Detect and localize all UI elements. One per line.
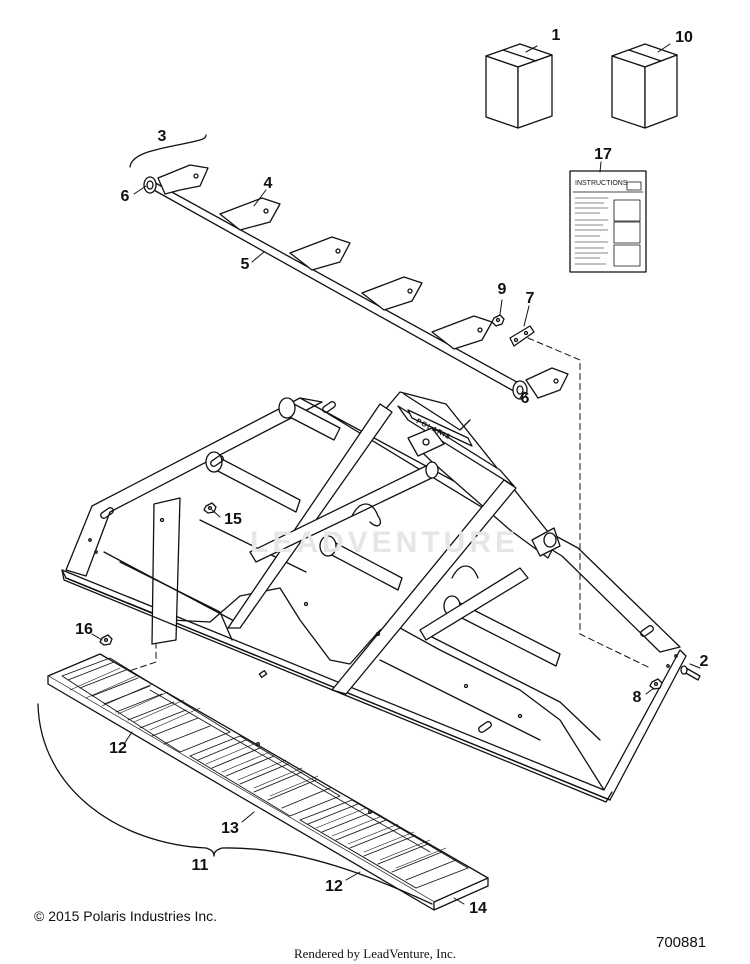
bracket-3 [129,134,207,168]
callout-12-upper: 12 [109,740,127,757]
main-frame [61,391,687,803]
shaft-assembly [143,164,569,400]
callout-8: 8 [632,689,642,706]
rendered-by-text: Rendered by LeadVenture, Inc. [293,946,457,961]
watermark: LEADVENTURE [250,526,520,559]
callout-3: 3 [157,128,167,145]
box-part-10 [611,43,678,129]
callout-7: 7 [525,290,535,307]
figure-number: 700881 [656,934,707,951]
hardware-bolts [99,502,701,690]
callout-17: 17 [594,146,612,163]
leader-lines [91,43,701,905]
instructions-sheet-17 [569,170,647,273]
callout-6-left: 6 [120,188,130,205]
callout-11: 11 [191,857,209,874]
callout-4: 4 [263,175,273,192]
callout-10: 10 [675,29,693,46]
callout-15: 15 [224,511,242,528]
callout-5: 5 [240,256,250,273]
callout-2: 2 [699,653,709,670]
callout-1: 1 [551,27,561,44]
callout-13: 13 [221,820,239,837]
callout-14: 14 [469,900,487,917]
floor-pan-assembly [47,653,489,911]
callout-6-right: 6 [520,390,530,407]
nut-and-plate [491,314,535,347]
callout-12-lower: 12 [325,878,343,895]
copyright-text: © 2015 Polaris Industries Inc. [34,908,218,924]
callout-16: 16 [75,621,93,638]
instructions-label: INSTRUCTIONS [575,180,628,187]
box-part-1 [485,43,553,129]
callout-9: 9 [497,281,507,298]
brace-11 [37,703,433,905]
